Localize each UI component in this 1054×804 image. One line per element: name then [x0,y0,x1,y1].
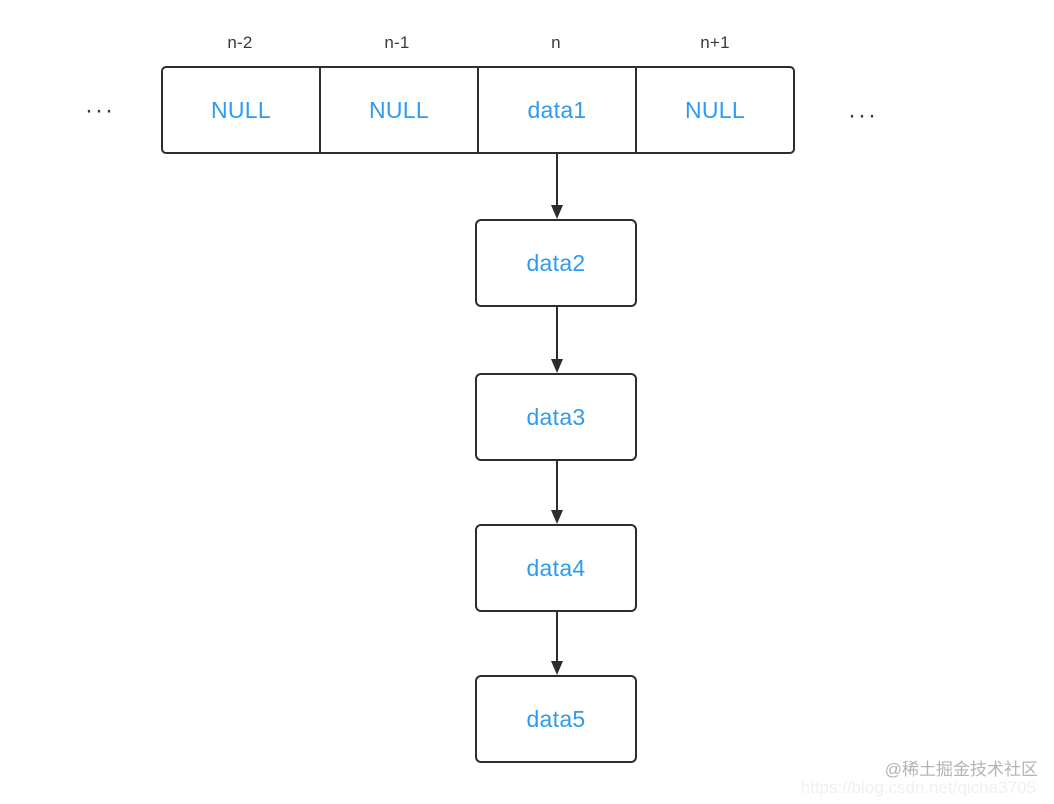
array-cell-n-minus-2: NULL [163,68,321,152]
array-cell-n-minus-1: NULL [321,68,479,152]
node-data5: data5 [475,675,637,763]
array-cell-value: NULL [210,97,271,123]
arrow-shaft [556,307,558,359]
arrow-head [551,510,563,524]
array-bucket-strip: NULL NULL data1 NULL [161,66,795,154]
arrow-head [551,359,563,373]
index-label-n-plus-1: n+1 [700,33,730,52]
node-data4: data4 [475,524,637,612]
node-label: data3 [526,404,586,430]
array-cell-n-plus-1: NULL [637,68,793,152]
index-label-n-minus-2: n-2 [227,33,253,52]
watermark-brand: @稀土掘金技术社区 [884,760,1038,779]
array-cell-value: NULL [368,97,429,123]
arrow-data1-to-data2 [551,154,563,219]
node-label: data4 [526,555,586,581]
arrow-data2-to-data3 [551,307,563,373]
index-label-n: n [551,33,561,52]
node-label: data5 [526,706,586,732]
node-label: data2 [526,250,586,276]
index-label-n-minus-1: n-1 [384,33,410,52]
node-data2: data2 [475,219,637,307]
arrow-shaft [556,612,558,661]
ellipsis-left: ··· [85,97,115,124]
watermark-url: https://blog.csdn.net/qicha3705 [800,778,1036,797]
arrow-shaft [556,460,558,510]
array-cell-n: data1 [479,68,637,152]
array-cell-value: data1 [527,97,587,123]
arrow-head [551,205,563,219]
arrow-data3-to-data4 [551,460,563,524]
array-cell-value: NULL [684,97,745,123]
arrow-data4-to-data5 [551,612,563,675]
node-data3: data3 [475,373,637,461]
ellipsis-right: ··· [848,102,878,129]
arrow-head [551,661,563,675]
arrow-shaft [556,154,558,205]
